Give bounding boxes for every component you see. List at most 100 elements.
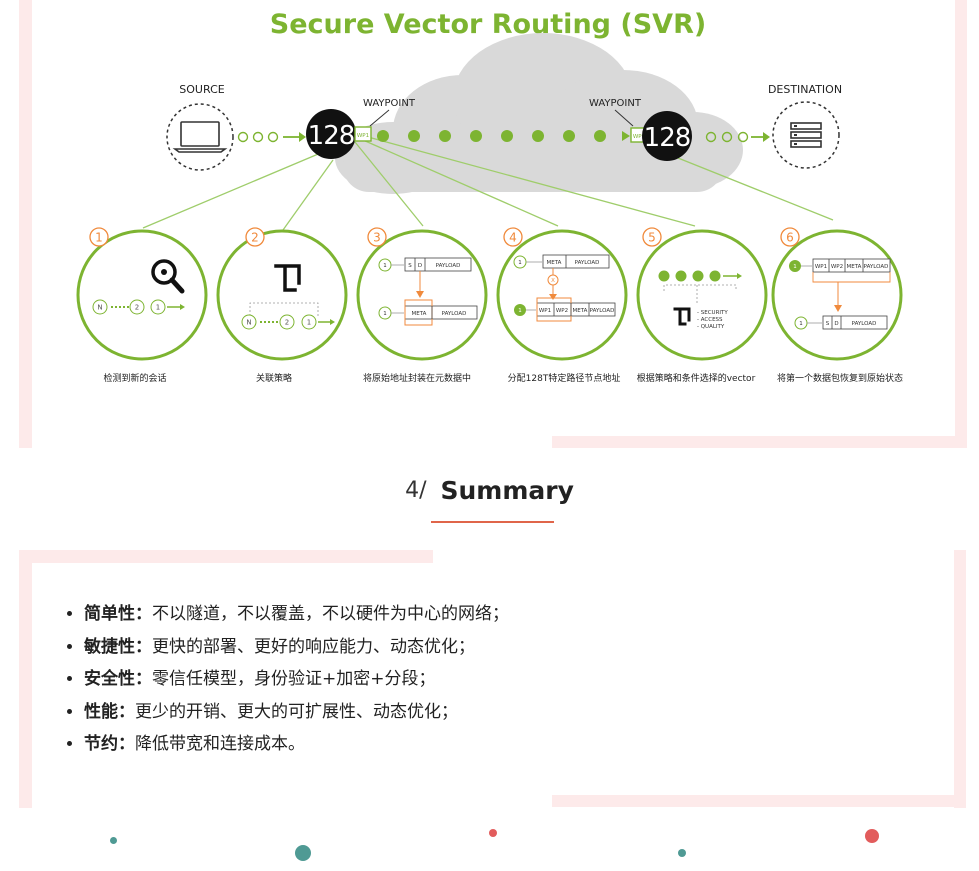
svg-text:1: 1 bbox=[799, 321, 803, 327]
frame-top-bottom bbox=[19, 550, 433, 563]
svg-text:1: 1 bbox=[518, 260, 522, 266]
arrow-icon bbox=[751, 132, 770, 142]
svg-text:1: 1 bbox=[383, 311, 387, 317]
source-circle bbox=[166, 103, 234, 171]
decor-dot bbox=[489, 829, 497, 837]
step-5-number: 5 bbox=[648, 231, 656, 245]
source-dots bbox=[237, 131, 279, 143]
router-right-label: 128 bbox=[644, 123, 691, 153]
step-connectors bbox=[142, 136, 834, 231]
cloud-shape bbox=[335, 33, 743, 194]
svg-text:WP2: WP2 bbox=[831, 264, 843, 270]
summary-term: 节约 bbox=[84, 734, 118, 754]
summary-separator: ： bbox=[118, 701, 135, 722]
frame-right-top bbox=[955, 0, 967, 448]
waypoint-left-label: WAYPOINT bbox=[363, 98, 416, 109]
step-circles bbox=[76, 229, 903, 361]
router-left bbox=[306, 109, 356, 159]
step-2-sequence: N 2 1 bbox=[241, 302, 335, 330]
svg-text:S: S bbox=[408, 263, 412, 269]
step-1-caption: 检测到新的会话 bbox=[103, 372, 166, 384]
summary-desc: 不以隧道，不以覆盖，不以硬件为中心的网络； bbox=[152, 604, 509, 624]
svg-text:PAYLOAD: PAYLOAD bbox=[575, 260, 600, 266]
laptop-icon bbox=[172, 121, 228, 153]
summary-list: 简单性：不以隧道，不以覆盖，不以硬件为中心的网络； 敏捷性：更快的部署、更好的响… bbox=[60, 598, 509, 761]
svg-text:1: 1 bbox=[307, 319, 311, 327]
policy-icon bbox=[274, 264, 301, 292]
svg-text:META: META bbox=[573, 308, 588, 314]
svg-text:WP1: WP1 bbox=[815, 264, 827, 270]
svg-text:PAYLOAD: PAYLOAD bbox=[590, 308, 615, 314]
frame-bottom-top bbox=[552, 436, 965, 448]
summary-separator: ： bbox=[118, 734, 135, 754]
svg-text:- SECURITY: - SECURITY bbox=[697, 310, 728, 316]
dest-dots bbox=[705, 131, 749, 143]
summary-separator: ： bbox=[135, 604, 152, 624]
decor-dot bbox=[110, 837, 117, 844]
svg-text:D: D bbox=[418, 263, 422, 269]
router-right bbox=[642, 111, 692, 161]
frame-bottom-bottom bbox=[552, 795, 966, 807]
source-label: SOURCE bbox=[179, 83, 224, 96]
step-5-caption: 根据策略和条件选择的vector bbox=[637, 372, 756, 384]
svg-text:X: X bbox=[551, 278, 555, 284]
summary-separator: ： bbox=[135, 636, 152, 657]
svg-text:- ACCESS: - ACCESS bbox=[697, 317, 723, 323]
step-3-number: 3 bbox=[373, 231, 381, 245]
step-6-number: 6 bbox=[786, 231, 794, 245]
frame-left-top bbox=[19, 0, 32, 448]
policy-icon bbox=[673, 307, 691, 326]
svg-text:1: 1 bbox=[156, 304, 160, 312]
summary-term: 性能 bbox=[84, 701, 118, 722]
heading-underline bbox=[431, 521, 554, 523]
list-item: 简单性：不以隧道，不以覆盖，不以硬件为中心的网络； bbox=[84, 598, 509, 631]
summary-term: 安全性 bbox=[84, 669, 135, 689]
svg-text:META: META bbox=[412, 311, 427, 317]
step-2-number: 2 bbox=[251, 231, 259, 245]
wp1-left-text: WP1 bbox=[357, 133, 369, 139]
frame-right-bottom bbox=[954, 550, 966, 808]
step-5-vector bbox=[658, 270, 742, 303]
list-item: 节约：降低带宽和连接成本。 bbox=[84, 728, 509, 761]
svg-text:PAYLOAD: PAYLOAD bbox=[864, 264, 889, 270]
router-left-label: 128 bbox=[308, 121, 355, 151]
svg-text:2: 2 bbox=[135, 304, 139, 312]
step-1-number: 1 bbox=[95, 231, 103, 245]
svg-text:PAYLOAD: PAYLOAD bbox=[852, 321, 877, 327]
list-item: 性能：更少的开销、更大的可扩展性、动态优化； bbox=[84, 696, 509, 729]
destination-label: DESTINATION bbox=[768, 83, 842, 96]
svg-text:WP1: WP1 bbox=[539, 308, 551, 314]
svg-text:N: N bbox=[97, 304, 102, 312]
step-4-caption: 分配128T特定路径节点地址 bbox=[508, 372, 621, 384]
list-item: 敏捷性：更快的部署、更好的响应能力、动态优化； bbox=[84, 631, 509, 664]
summary-desc: 更快的部署、更好的响应能力、动态优化； bbox=[152, 636, 475, 657]
svg-text:1: 1 bbox=[383, 263, 387, 269]
step-6-packets: 1 WP1 WP2 META PAYLOAD 1 S D PAYLOAD bbox=[789, 258, 891, 330]
svg-text:- QUALITY: - QUALITY bbox=[697, 324, 725, 330]
svg-text:META: META bbox=[547, 260, 562, 266]
svg-text:1: 1 bbox=[793, 264, 797, 270]
diagram-title: Secure Vector Routing (SVR) bbox=[270, 9, 706, 40]
server-icon bbox=[790, 122, 822, 148]
section-title: Summary bbox=[440, 476, 574, 505]
svg-text:D: D bbox=[834, 321, 838, 327]
summary-separator: ： bbox=[135, 669, 152, 689]
svg-text:META: META bbox=[847, 264, 862, 270]
step-badges bbox=[89, 227, 800, 247]
svg-text:S: S bbox=[826, 321, 830, 327]
svr-diagram: Secure Vector Routing (SVR) SOURCE DESTI… bbox=[33, 0, 953, 440]
decor-dot bbox=[295, 845, 311, 861]
arrow-icon bbox=[283, 132, 306, 142]
step-4-number: 4 bbox=[509, 231, 517, 245]
svg-text:N: N bbox=[246, 319, 251, 327]
step-5-criteria: - SECURITY - ACCESS - QUALITY bbox=[697, 310, 728, 330]
step-2-caption: 关联策略 bbox=[256, 372, 292, 384]
list-item: 安全性：零信任模型，身份验证+加密+分段； bbox=[84, 663, 509, 696]
decor-dot bbox=[865, 829, 879, 843]
summary-term: 敏捷性 bbox=[84, 636, 135, 657]
wp-right-text: WP1 bbox=[633, 134, 645, 140]
svg-text:PAYLOAD: PAYLOAD bbox=[442, 311, 467, 317]
step-6-caption: 将第一个数据包恢复到原始状态 bbox=[777, 372, 903, 384]
step-3-packets: 1 S D PAYLOAD 1 META PAYLOAD bbox=[378, 257, 478, 326]
summary-desc: 更少的开销、更大的可扩展性、动态优化； bbox=[135, 701, 458, 722]
